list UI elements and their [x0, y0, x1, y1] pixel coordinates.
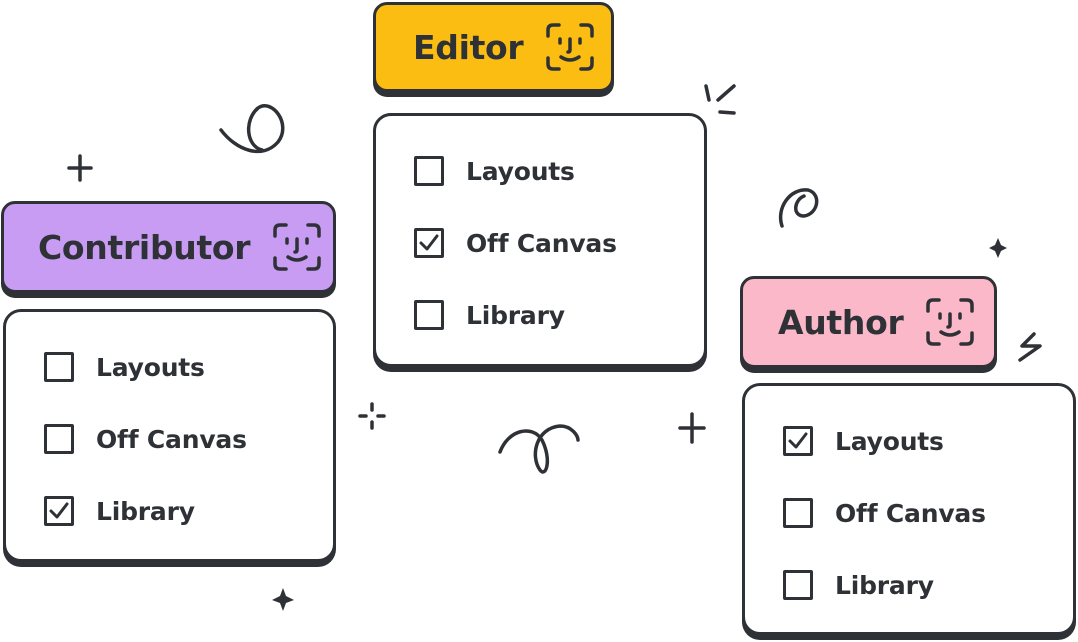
contributor-role-tag[interactable]: Contributor	[1, 201, 336, 293]
editor-permissions-card: Layouts Off Canvas Library	[373, 113, 707, 367]
permission-label: Off Canvas	[96, 424, 247, 454]
author-permissions-card: Layouts Off Canvas Library	[742, 383, 1076, 635]
checkbox[interactable]	[783, 498, 813, 528]
sparkle-doodle	[358, 402, 386, 430]
editor-permission-library[interactable]: Library	[414, 298, 565, 332]
author-permission-off-canvas[interactable]: Off Canvas	[783, 496, 986, 530]
checkbox[interactable]	[44, 496, 74, 526]
permission-label: Library	[835, 570, 934, 600]
plus-doodle-center	[678, 412, 706, 444]
face-id-icon	[546, 23, 595, 71]
face-id-icon	[273, 223, 322, 271]
checkbox[interactable]	[783, 570, 813, 600]
author-role-tag[interactable]: Author	[740, 276, 997, 368]
star-doodle-bottom	[272, 588, 294, 611]
permission-label: Off Canvas	[466, 228, 617, 258]
permission-label: Layouts	[835, 426, 944, 456]
curl-doodle	[778, 188, 819, 228]
checkbox[interactable]	[44, 352, 74, 382]
author-permission-layouts[interactable]: Layouts	[783, 424, 944, 458]
loop-doodle-center	[498, 424, 580, 474]
contributor-permission-layouts[interactable]: Layouts	[44, 350, 205, 384]
face-id-icon	[926, 298, 975, 346]
contributor-permission-library[interactable]: Library	[44, 494, 195, 528]
permission-label: Library	[466, 300, 565, 330]
plus-doodle	[67, 154, 93, 182]
permission-label: Off Canvas	[835, 498, 986, 528]
editor-role-tag[interactable]: Editor	[373, 2, 614, 92]
checkbox[interactable]	[783, 426, 813, 456]
editor-permission-layouts[interactable]: Layouts	[414, 154, 575, 188]
contributor-permission-off-canvas[interactable]: Off Canvas	[44, 422, 247, 456]
author-role-name: Author	[778, 302, 904, 342]
contributor-role-name: Contributor	[38, 227, 251, 267]
checkbox[interactable]	[44, 424, 74, 454]
permission-label: Library	[96, 496, 195, 526]
checkbox[interactable]	[414, 156, 444, 186]
check-icon	[49, 502, 69, 519]
zigzag-doodle	[1018, 332, 1042, 362]
check-icon	[788, 432, 808, 449]
permission-label: Layouts	[466, 156, 575, 186]
contributor-permissions-card: Layouts Off Canvas Library	[3, 309, 336, 562]
editor-permission-off-canvas[interactable]: Off Canvas	[414, 226, 617, 260]
checkbox[interactable]	[414, 300, 444, 330]
author-permission-library[interactable]: Library	[783, 568, 934, 602]
loop-doodle	[219, 104, 285, 154]
star-doodle	[989, 238, 1007, 258]
spark-doodle	[704, 84, 736, 115]
editor-role-name: Editor	[413, 27, 524, 67]
permission-label: Layouts	[96, 352, 205, 382]
check-icon	[419, 234, 439, 251]
checkbox[interactable]	[414, 228, 444, 258]
